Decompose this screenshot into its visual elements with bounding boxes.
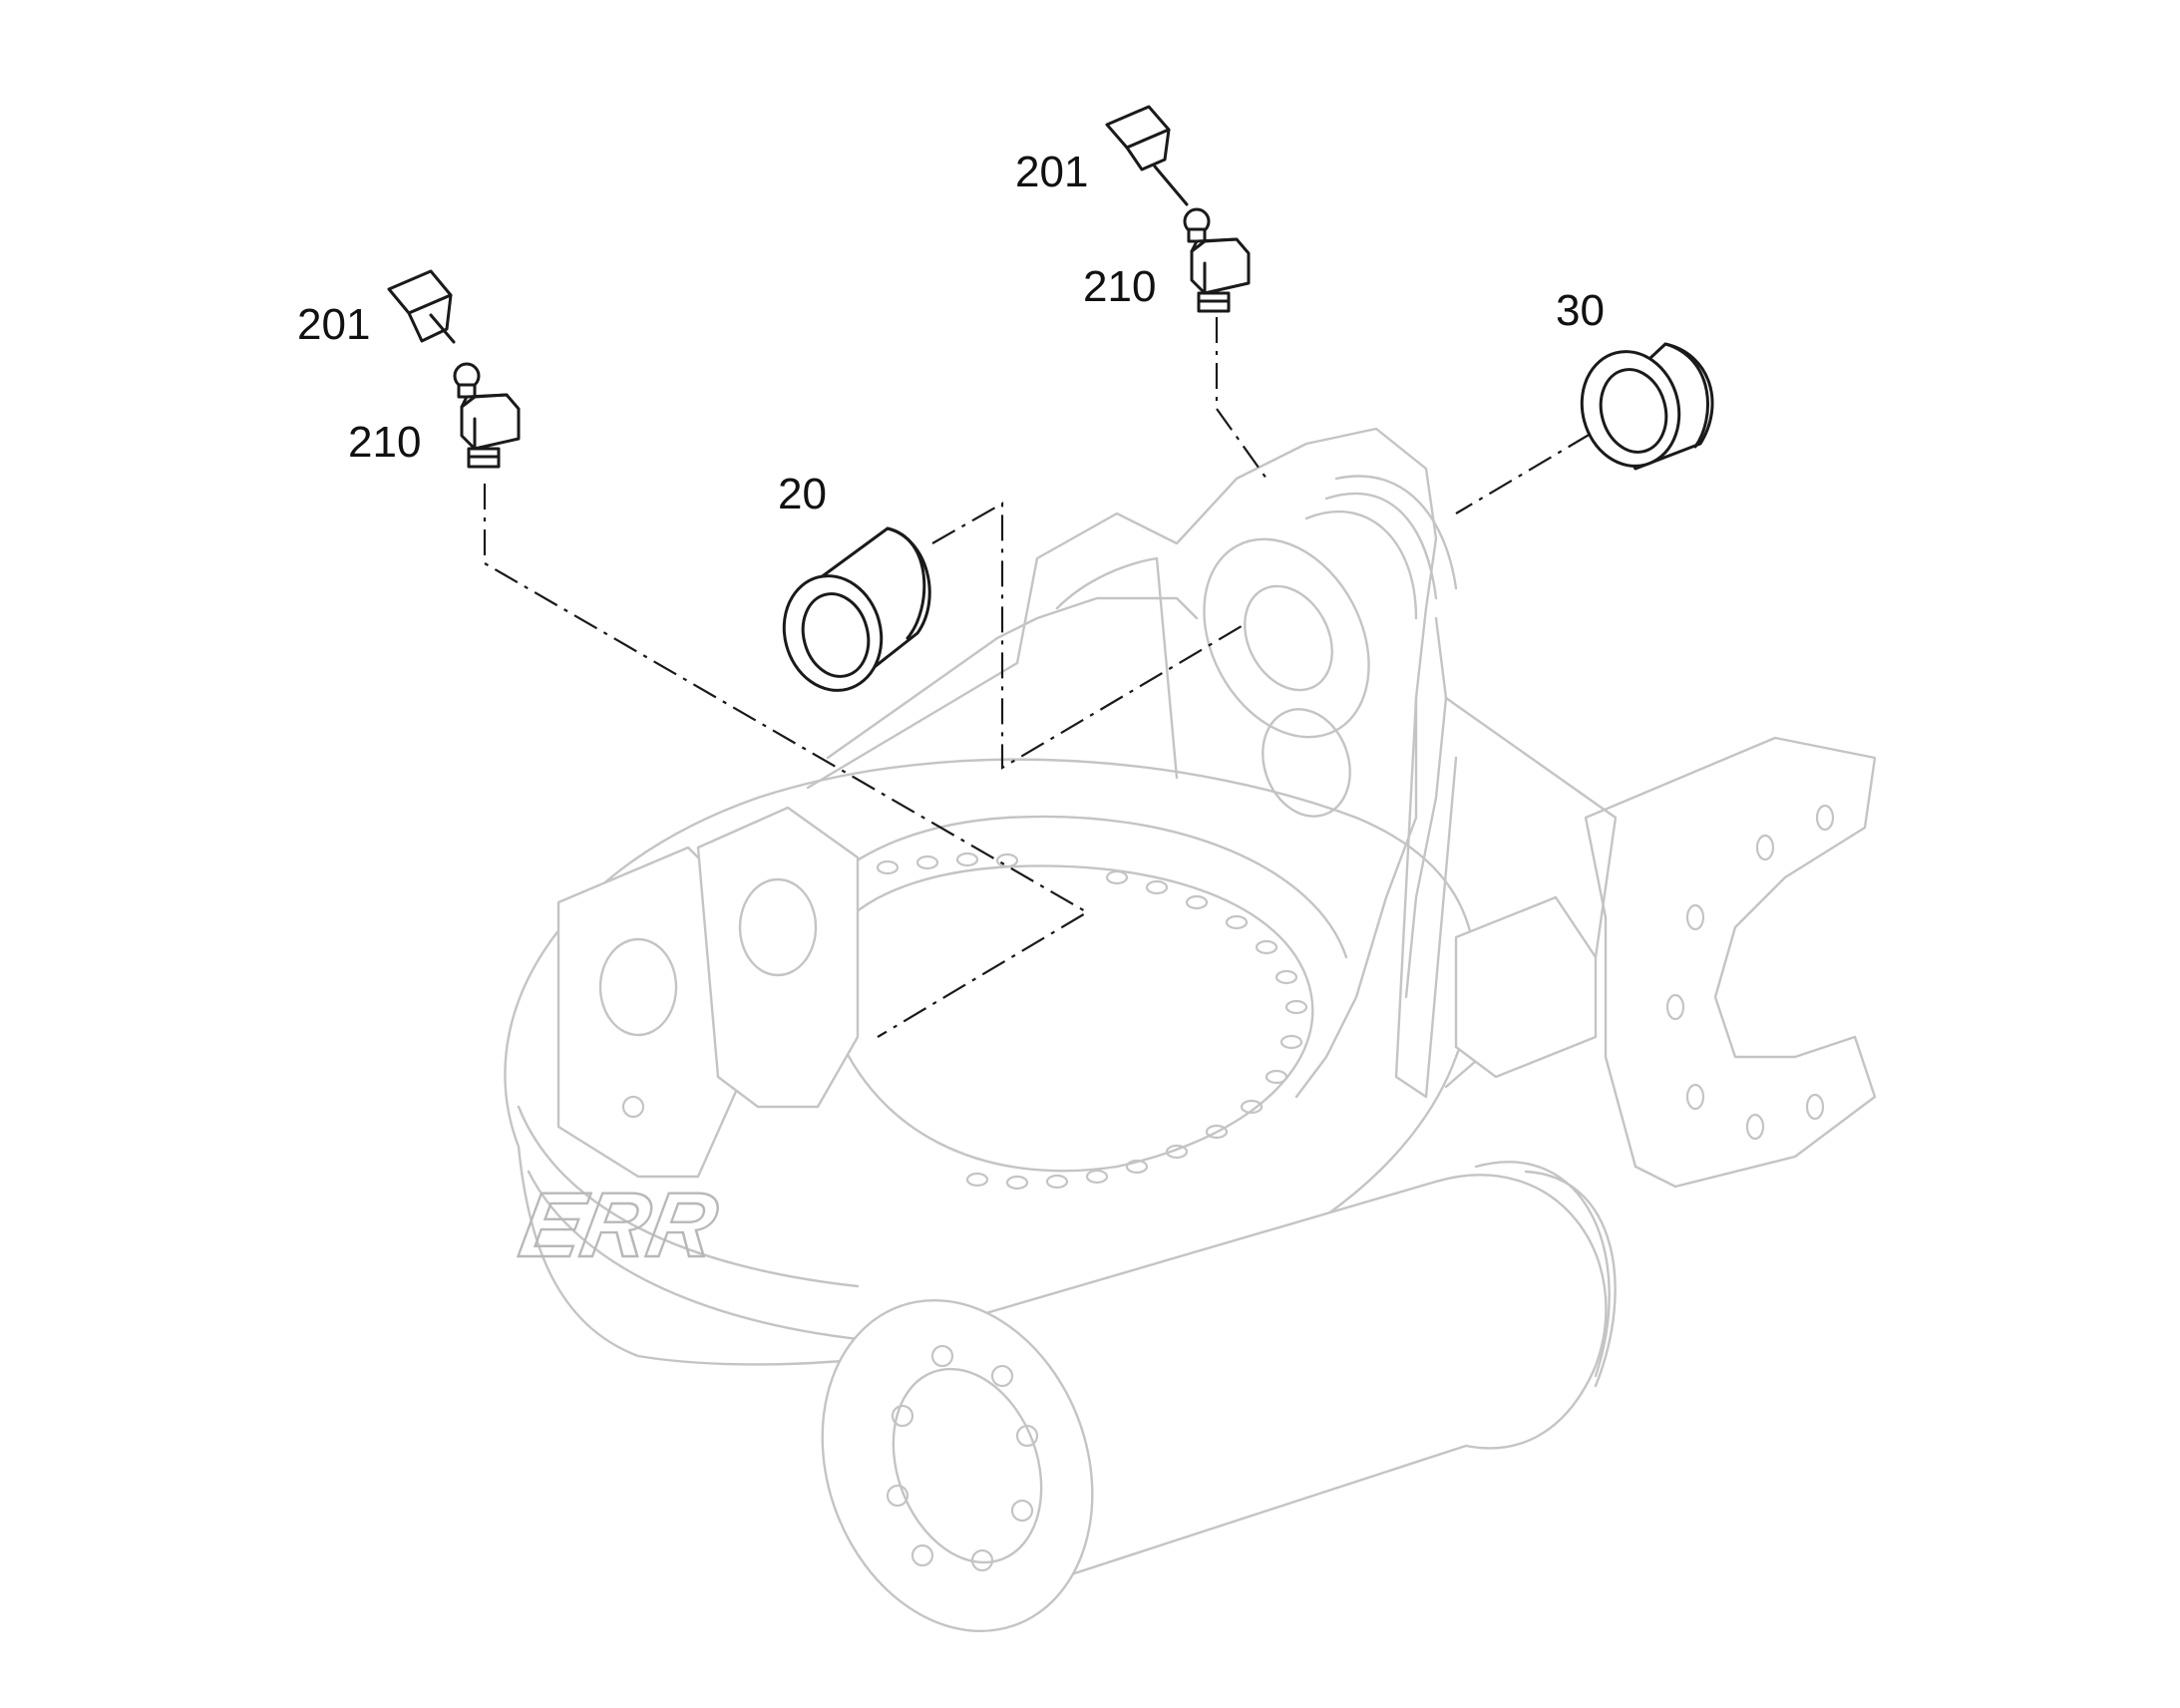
boss-front (1203, 537, 1370, 739)
cylinder-rear-ring (1474, 1161, 1617, 1388)
boss-bore (1244, 584, 1333, 692)
bushing-30 (1580, 342, 1714, 471)
centerline-left-nipple (483, 484, 1090, 1038)
left-lug-small-hole (621, 1095, 645, 1119)
swing-housing-assembly: ERR (504, 427, 1877, 1633)
cylinder-end-cap (821, 1298, 1094, 1633)
centerline-bushing-20 (931, 502, 1248, 770)
boss-layers (1304, 475, 1458, 620)
upper-casting-edge (826, 596, 1199, 760)
upper-casting (806, 427, 1438, 1099)
centerline-top-nipple (1215, 317, 1268, 480)
casting-spine (1404, 616, 1448, 999)
base-ring-inner2 (781, 815, 1348, 1019)
callout-20: 20 (778, 470, 827, 518)
casting-hole (1262, 708, 1351, 818)
ring-bolt-holes (876, 852, 1308, 1191)
callout-210-top: 210 (1083, 262, 1156, 311)
bushing-20 (782, 526, 931, 692)
callout-201-left: 201 (297, 300, 370, 349)
claw-block (1454, 895, 1598, 1079)
base-ring-lower (527, 1170, 880, 1343)
centerlines (483, 317, 1592, 1038)
callout-labels: 201 210 201 210 20 30 (297, 148, 1605, 518)
right-claw-bracket (1584, 736, 1877, 1189)
base-ring-inner (819, 864, 1314, 1173)
base-ring-band (517, 1105, 860, 1288)
claw-bolt-holes (1665, 804, 1835, 1141)
casting-spine2 (1394, 696, 1458, 1099)
upper-casting-arm (1055, 556, 1179, 780)
cap-201-top (1105, 105, 1189, 206)
callout-30: 30 (1556, 286, 1605, 335)
cylinder-end-cap-inner (892, 1367, 1043, 1564)
left-lug-hole-2 (738, 877, 818, 977)
centerline-bushing-30 (1455, 433, 1592, 514)
cylinder-cap-bolts (886, 1344, 1039, 1572)
left-lug-plate-2 (696, 806, 860, 1109)
callout-201-top: 201 (1015, 148, 1088, 196)
grease-nipple-210-top (1183, 207, 1251, 313)
logo-text: ERR (513, 1174, 724, 1276)
left-lug-plate (556, 846, 740, 1179)
callout-210-left: 210 (348, 418, 421, 467)
grease-nipple-210-left (453, 362, 521, 469)
cap-201-left (387, 269, 456, 344)
left-lug-hole (598, 937, 678, 1037)
